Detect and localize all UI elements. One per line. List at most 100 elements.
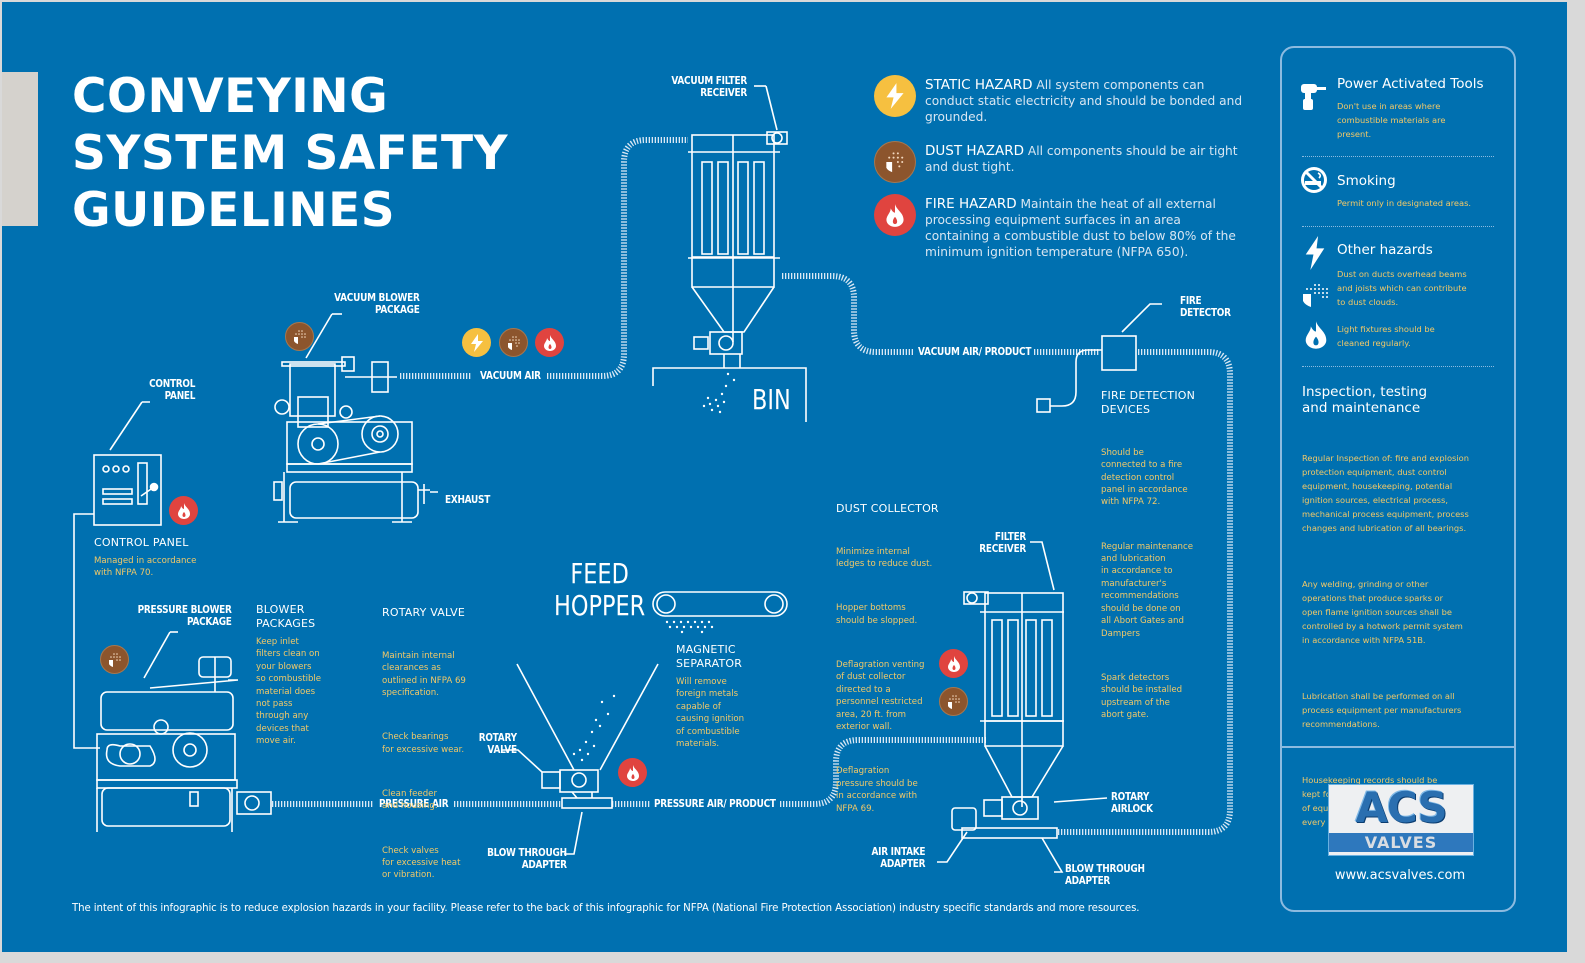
divider-dotted [1302,226,1494,227]
product-particles [572,372,736,762]
label-fire-detector: FIRE DETECTOR [1180,295,1231,319]
label-blow-through-adapter-right: BLOW THROUGH ADAPTER [1065,863,1145,887]
section-paragraph: Should be connected to a fire detection … [1101,447,1188,508]
section-heading: ROTARY VALVE [382,606,465,619]
fire-icon [177,502,190,519]
static-hazard-badge [462,328,491,357]
hazard-heading: FIRE HAZARD [925,196,1017,212]
dust-icon [507,335,520,350]
acs-valves-logo: ACS VALVES [1328,783,1474,856]
side-panel-divider [1282,746,1514,748]
vacuum-blower-drawing [273,313,438,523]
lightning-icon [470,333,483,352]
title-line: GUIDELINES [72,183,396,238]
hazard-text: All system components can conduct static… [925,78,1243,124]
section-paragraph: Deflagration venting of dust collector d… [836,660,925,733]
filter-receiver-drawing [937,541,1108,873]
section-paragraph: Deflagration pressure should be in accor… [836,766,918,814]
section-paragraph: Clean feeder and housing. [382,788,438,812]
rotary-valve-drawing [502,663,659,855]
dust-icon [293,329,306,344]
section-heading: DUST COLLECTOR [836,502,939,515]
label-pressure-air-product: PRESSURE AIR/ PRODUCT [654,798,776,810]
fire-icon [1304,321,1328,354]
hazard-fire: FIRE HAZARD Maintain the heat of all ext… [874,194,1244,260]
section-fire-detection: FIRE DETECTION DEVICES Should be connect… [1101,389,1195,753]
fire-icon [947,655,960,672]
no-smoking-icon [1299,165,1329,200]
lightning-icon [886,83,904,109]
title-line: CONVEYING [72,69,389,124]
label-bin: BIN [752,383,791,416]
magnetic-separator-drawing [652,591,788,617]
vacuum-filter-receiver-drawing [688,85,788,355]
website-link[interactable]: www.acsvalves.com [1334,868,1466,883]
bin-outline [652,367,807,422]
section-heading: BLOWER PACKAGES [256,603,316,630]
dust-hazard-badge [499,328,528,357]
hazard-dust: DUST HAZARD All components should be air… [874,141,1244,183]
fire-detector-drawing [1036,303,1162,413]
section-control-panel: CONTROL PANEL Managed in accordance with… [94,536,196,580]
dust-icon [886,152,904,173]
fire-hazard-badge [618,758,647,787]
fire-hazard-badge [169,496,198,525]
vacuum-air-hose [272,137,1233,835]
label-vacuum-blower-package: VACUUM BLOWER PACKAGE [334,292,420,316]
dust-icon [947,694,960,709]
other-hazards-text: Dust on ducts overhead beams and joists … [1337,269,1467,307]
label-vacuum-filter-receiver: VACUUM FILTER RECEIVER [671,75,747,99]
label-control-panel: CONTROL PANEL [148,378,195,402]
section-paragraph: Hopper bottoms should be slopped. [836,603,918,626]
lightning-icon [1304,236,1326,275]
section-text: Will remove foreign metals capable of ca… [676,677,745,750]
inspection-paragraph: Any welding, grinding or other operation… [1302,579,1463,645]
fire-hazard-badge [535,328,564,357]
section-text: Managed in accordance with NFPA 70. [94,556,197,579]
other-hazards-text-2: Light fixtures should be cleaned regular… [1337,324,1435,348]
section-dust-collector: DUST COLLECTOR Minimize internal ledges … [836,502,939,847]
section-magnetic-separator: MAGNETIC SEPARATOR Will remove foreign m… [676,643,744,750]
hazard-heading: STATIC HAZARD [925,77,1033,93]
section-paragraph: Maintain internal clearances as outlined… [382,650,466,699]
smoking-text: Permit only in designated areas. [1337,198,1472,208]
section-blower-packages: BLOWER PACKAGES Keep inlet filters clean… [256,603,321,748]
dust-hazard-badge [100,645,129,674]
label-exhaust: EXHAUST [445,494,491,506]
section-heading: CONTROL PANEL [94,536,189,549]
pressure-blower-drawing [96,631,272,832]
hazard-text: Maintain the heat of all external proces… [925,197,1236,259]
dust-icon [1301,283,1331,314]
dust-hazard-badge [939,687,968,716]
divider-dotted [1302,366,1494,367]
section-heading: FIRE DETECTION DEVICES [1101,389,1196,416]
smoking-heading: Smoking [1337,173,1396,189]
section-paragraph: Regular maintenance and lubrication in a… [1101,541,1193,639]
label-air-intake-adapter: AIR INTAKE ADAPTER [871,846,925,870]
section-text: Keep inlet filters clean on your blowers… [256,637,322,747]
label-blow-through-adapter-left: BLOW THROUGH ADAPTER [487,847,567,871]
section-rotary-valve: ROTARY VALVE Maintain internal clearance… [382,606,466,914]
section-paragraph: Check bearings for excessive wear. [382,732,465,755]
fire-icon [543,334,556,351]
hazard-text: All components should be air tight and d… [925,144,1238,174]
section-paragraph: Check valves for excessive heat or vibra… [382,845,461,881]
section-paragraph: Spark detectors should be installed upst… [1101,672,1183,720]
label-rotary-valve: ROTARY VALVE [478,732,517,756]
power-tools-text: Don't use in areas where combustible mat… [1337,101,1446,139]
label-vacuum-air-product: VACUUM AIR/ PRODUCT [918,346,1032,358]
logo-valves-text: VALVES [1329,833,1473,852]
inspection-paragraph: Regular Inspection of: fire and explosio… [1302,453,1470,533]
logo-acs-text: ACS [1355,783,1447,832]
fire-hazard-badge [874,194,916,236]
label-rotary-airlock: ROTARY AIRLOCK [1111,791,1153,815]
power-tool-icon [1299,80,1329,117]
fire-icon [626,764,639,781]
dust-hazard-badge [874,141,916,183]
title-line: SYSTEM SAFETY [72,126,509,181]
label-feed-hopper: FEED HOPPER [554,557,646,622]
dust-icon [108,652,121,667]
label-filter-receiver: FILTER RECEIVER [979,531,1026,555]
control-panel-drawing [73,401,162,749]
infographic-canvas: CONVEYING SYSTEM SAFETY GUIDELINES [2,2,1567,952]
